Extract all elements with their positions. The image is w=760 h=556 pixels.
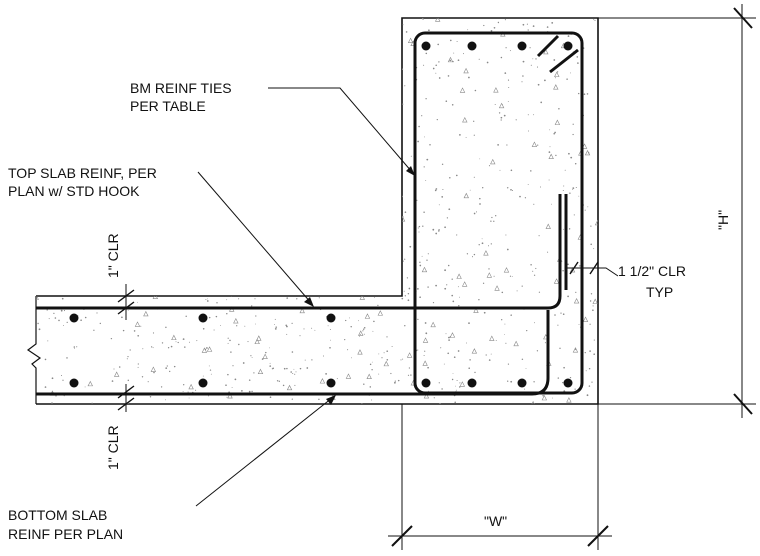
leader-top-slab-reinf xyxy=(197,171,313,305)
bottom-slab-reinf-bar xyxy=(36,310,550,396)
top-slab-reinf-label-2: PLAN w/ STD HOOK xyxy=(8,183,140,199)
dim-h-lines xyxy=(598,4,756,418)
leader-bm-reinf-ties-arrow xyxy=(406,166,415,176)
top-slab-reinf-label-1: TOP SLAB REINF, PER xyxy=(8,165,157,181)
top-clr-tick-2 xyxy=(117,301,135,315)
dim-w-lines xyxy=(388,404,612,550)
concrete-outline xyxy=(36,17,599,405)
side-clr-label-1: 1 1/2" CLR xyxy=(618,263,687,279)
top-clr-label: 1" CLR xyxy=(105,233,121,278)
bottom-clr-label: 1" CLR xyxy=(105,425,121,470)
bm-reinf-ties-label-2: PER TABLE xyxy=(130,98,206,114)
concrete-texture xyxy=(36,18,598,404)
slab-break-line xyxy=(26,296,42,404)
bottom-clr-tick-2 xyxy=(117,397,135,411)
dim-w-label: "W" xyxy=(484,513,508,529)
leader-bm-reinf-ties xyxy=(268,87,413,173)
dim-h-tick-top xyxy=(733,7,753,29)
leader-side-clr xyxy=(566,267,619,277)
bottom-slab-reinf-label-1: BOTTOM SLAB xyxy=(8,507,108,523)
tie-hook-2 xyxy=(549,48,579,74)
dim-w-tick-left xyxy=(391,525,413,547)
dim-w-tick-right xyxy=(587,525,609,547)
top-clr-tick-1 xyxy=(117,289,135,303)
side-clr-label-2: TYP xyxy=(646,284,674,300)
leader-top-slab-reinf-arrow xyxy=(304,297,314,307)
beam-rebar-dots xyxy=(421,41,573,388)
slab-rebar-dots xyxy=(69,313,336,388)
side-clr-tick-1 xyxy=(569,261,579,275)
bm-reinf-ties-label-1: BM REINF TIES xyxy=(130,80,232,96)
dim-h-label: "H" xyxy=(715,209,731,230)
side-clr-tick-2 xyxy=(589,261,599,275)
top-slab-reinf-bar xyxy=(36,194,562,310)
leader-bottom-slab-reinf xyxy=(195,397,333,507)
dim-h-tick-bottom xyxy=(733,393,753,415)
bottom-clr-tick-1 xyxy=(117,385,135,399)
bottom-slab-reinf-label-2: REINF PER PLAN xyxy=(8,526,124,542)
leader-bottom-slab-reinf-arrow xyxy=(326,395,336,405)
tie-hook-1 xyxy=(536,34,560,58)
